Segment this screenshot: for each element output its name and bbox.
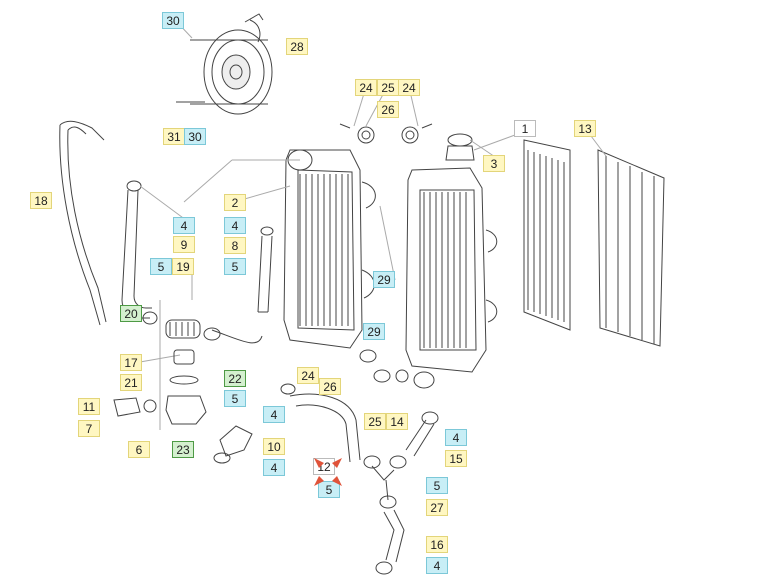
part-label-2[interactable]: 2 <box>224 194 246 211</box>
part-label-4[interactable]: 4 <box>224 217 246 234</box>
part-label-22[interactable]: 22 <box>224 370 246 387</box>
part-label-31[interactable]: 31 <box>163 128 185 145</box>
part-label-27[interactable]: 27 <box>426 499 448 516</box>
hose-15 <box>405 419 435 457</box>
part-label-24[interactable]: 24 <box>398 79 420 96</box>
part-label-11[interactable]: 11 <box>78 398 100 415</box>
part-label-5[interactable]: 5 <box>318 481 340 498</box>
selection-marker-icon <box>314 458 342 486</box>
part-label-24[interactable]: 24 <box>355 79 377 96</box>
part-label-23[interactable]: 23 <box>172 441 194 458</box>
part-label-4[interactable]: 4 <box>445 429 467 446</box>
part-label-10[interactable]: 10 <box>263 438 285 455</box>
part-label-7[interactable]: 7 <box>78 420 100 437</box>
hose-16 <box>383 509 405 563</box>
part-label-16[interactable]: 16 <box>426 536 448 553</box>
part-label-30[interactable]: 30 <box>184 128 206 145</box>
part-label-17[interactable]: 17 <box>120 354 142 371</box>
part-label-9[interactable]: 9 <box>173 236 195 253</box>
part-label-5[interactable]: 5 <box>224 258 246 275</box>
part-label-25[interactable]: 25 <box>377 79 399 96</box>
part-label-4[interactable]: 4 <box>173 217 195 234</box>
part-label-25[interactable]: 25 <box>364 413 386 430</box>
part-label-20[interactable]: 20 <box>120 305 142 322</box>
hose-10 <box>219 425 253 457</box>
part-label-24[interactable]: 24 <box>297 367 319 384</box>
radiator-guard-13 <box>597 149 665 347</box>
part-label-4[interactable]: 4 <box>426 557 448 574</box>
part-label-29[interactable]: 29 <box>363 323 385 340</box>
thermostat-group <box>113 311 263 425</box>
hose-18 <box>59 120 107 326</box>
radiator-left <box>283 149 376 349</box>
part-label-19[interactable]: 19 <box>172 258 194 275</box>
fan-assembly <box>176 13 273 115</box>
part-label-5[interactable]: 5 <box>150 258 172 275</box>
part-label-4[interactable]: 4 <box>263 406 285 423</box>
part-label-8[interactable]: 8 <box>224 237 246 254</box>
part-label-21[interactable]: 21 <box>120 374 142 391</box>
part-label-18[interactable]: 18 <box>30 192 52 209</box>
part-label-5[interactable]: 5 <box>224 390 246 407</box>
radiator-right <box>405 133 498 373</box>
part-label-26[interactable]: 26 <box>319 378 341 395</box>
part-label-30[interactable]: 30 <box>162 12 184 29</box>
part-label-28[interactable]: 28 <box>286 38 308 55</box>
part-label-15[interactable]: 15 <box>445 450 467 467</box>
part-label-3[interactable]: 3 <box>483 155 505 172</box>
radiator-guard-1 <box>523 139 571 331</box>
part-label-29[interactable]: 29 <box>373 271 395 288</box>
part-label-5[interactable]: 5 <box>426 477 448 494</box>
part-label-13[interactable]: 13 <box>574 120 596 137</box>
part-label-26[interactable]: 26 <box>377 101 399 118</box>
part-label-6[interactable]: 6 <box>128 441 150 458</box>
part-label-1[interactable]: 1 <box>514 120 536 137</box>
hose-9 <box>121 189 152 319</box>
lower-hose <box>289 393 361 463</box>
y-joint-27 <box>363 455 407 509</box>
part-label-14[interactable]: 14 <box>386 413 408 430</box>
part-label-4[interactable]: 4 <box>263 459 285 476</box>
hose-8 <box>257 235 273 313</box>
